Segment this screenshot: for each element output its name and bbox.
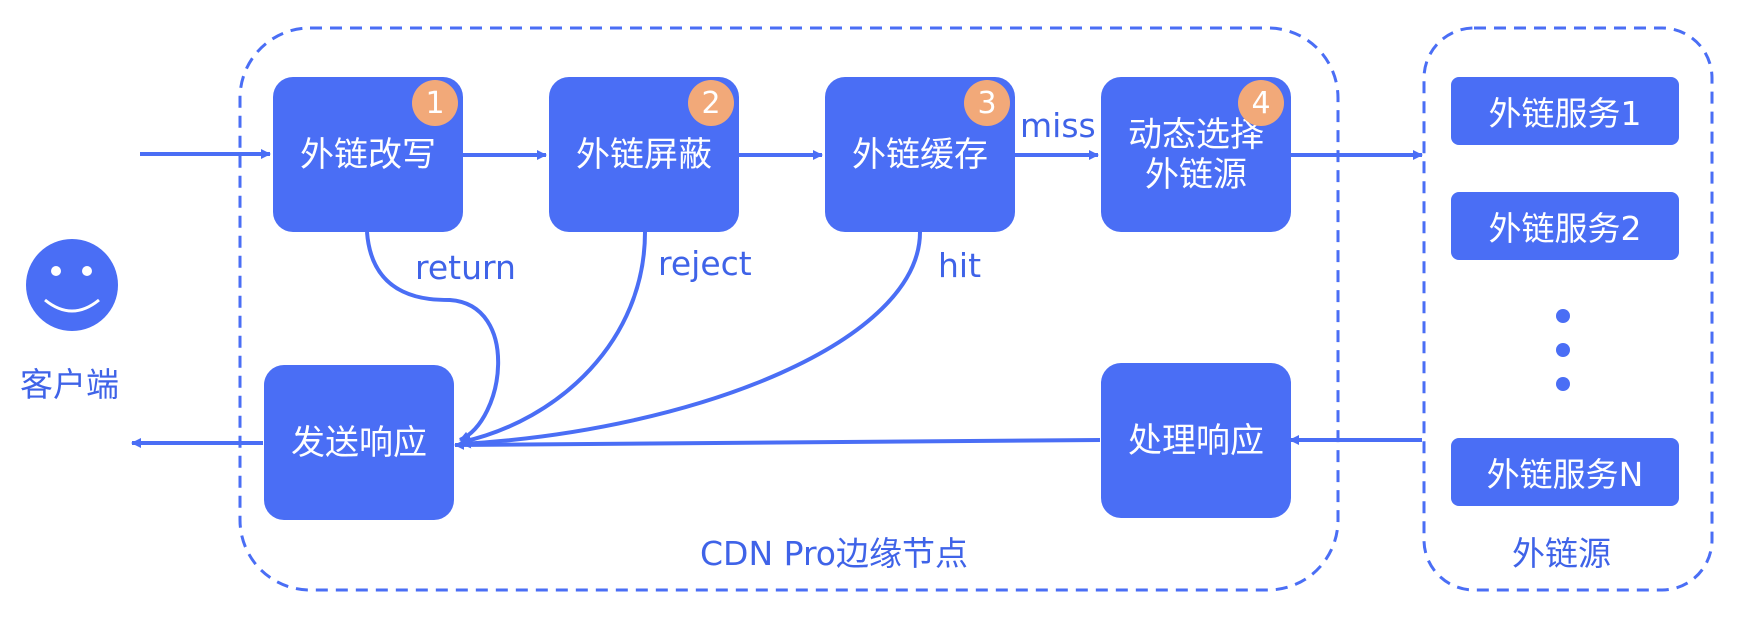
origin-service-n[interactable]: 外链服务N [1451,438,1679,506]
edge-label-miss: miss [1020,106,1096,145]
ellipsis-dot [1556,309,1570,323]
step-badge: 4 [1238,80,1284,126]
edge-label-return: return [415,248,516,287]
process-response-label: 处理响应 [1128,420,1264,461]
step-label: 外链屏蔽 [576,134,712,175]
step-badge: 3 [964,80,1010,126]
curve-hit [461,231,922,449]
origin-service-label: 外链服务1 [1488,94,1642,133]
origin-group-label: 外链源 [1512,534,1611,573]
step-badge: 2 [688,80,734,126]
step-label: 动态选择 外链源 [1128,114,1264,195]
origin-service-2[interactable]: 外链服务2 [1451,192,1679,260]
send-response-box[interactable]: 发送响应 [264,365,454,520]
step-link-rewrite[interactable]: 外链改写 [273,77,463,232]
origin-container [1422,26,1714,592]
curve-return [365,231,501,442]
client-label: 客户端 [20,365,119,404]
edge-label-reject: reject [658,244,752,283]
edge-node-label: CDN Pro边缘节点 [700,534,968,573]
smiley-face-icon [26,239,118,331]
step-badge: 1 [412,80,458,126]
arrow-process-to-send [454,438,1101,450]
curve-reject [461,231,647,445]
step-label: 外链改写 [300,134,436,175]
step-link-block[interactable]: 外链屏蔽 [549,77,739,232]
edge-label-hit: hit [938,246,982,285]
send-response-label: 发送响应 [291,422,427,463]
origin-service-1[interactable]: 外链服务1 [1451,77,1679,145]
origin-service-label: 外链服务N [1486,455,1644,494]
ellipsis-dot [1556,377,1570,391]
ellipsis-dot [1556,343,1570,357]
step-label: 外链缓存 [852,134,988,175]
origin-service-label: 外链服务2 [1488,209,1642,248]
process-response-box[interactable]: 处理响应 [1101,363,1291,518]
step-link-cache[interactable]: 外链缓存 [825,77,1015,232]
